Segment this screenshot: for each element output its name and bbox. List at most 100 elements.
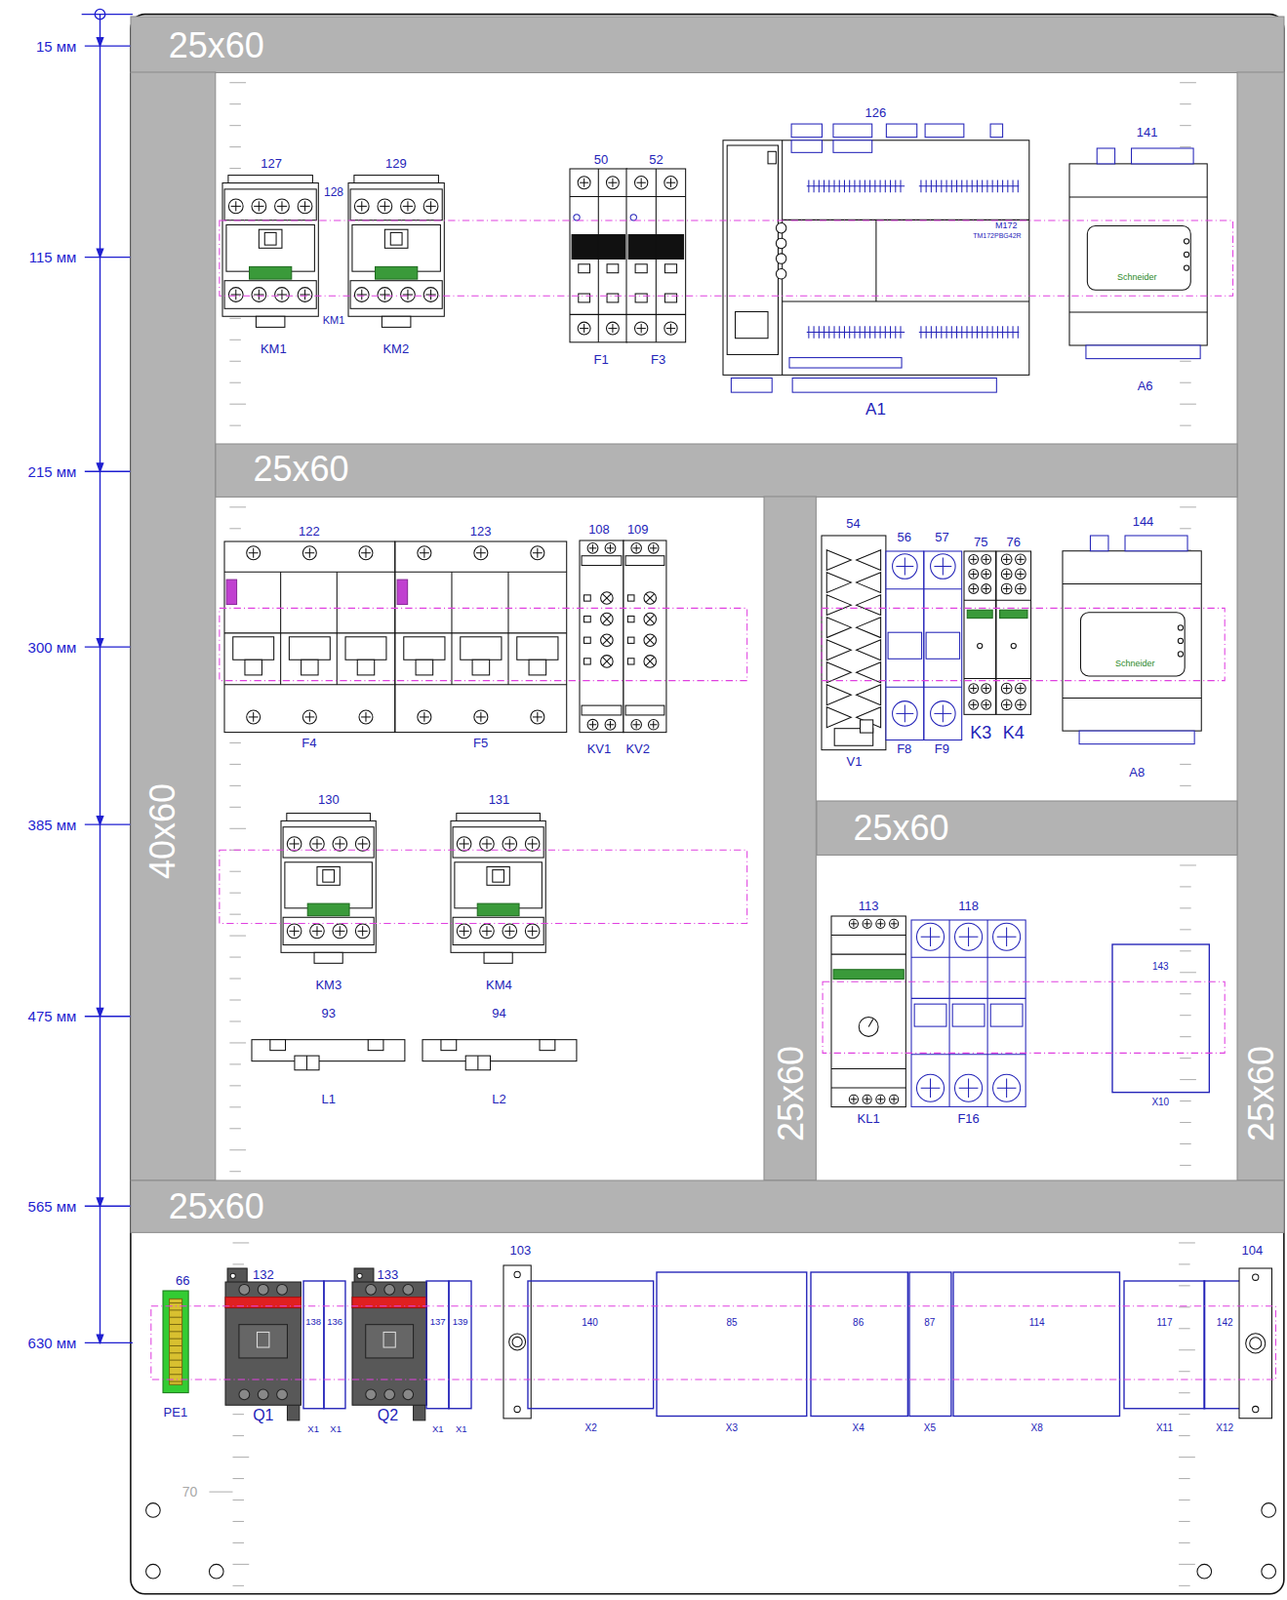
part-line: [981, 179, 983, 193]
part-line: [536, 712, 538, 723]
part-line: [1005, 927, 1007, 948]
part-shape: [856, 684, 882, 706]
part-line: [361, 289, 362, 300]
part-shape: [281, 820, 376, 953]
part-shape: [282, 826, 374, 857]
part-line: [645, 657, 654, 666]
ruler-tick: [232, 1435, 244, 1437]
part-shape: [606, 263, 619, 273]
part-shape: [384, 229, 408, 248]
part-line: [169, 1310, 183, 1312]
part-line: [964, 678, 996, 680]
ruler-tick: [229, 935, 246, 937]
part-line: [224, 633, 396, 635]
part-shape: [1131, 148, 1195, 164]
part-line: [1011, 179, 1013, 193]
device-designation: M172: [995, 221, 1018, 231]
dimension-tick: [84, 1206, 133, 1207]
device-designation: L2: [491, 1092, 506, 1106]
part-line: [929, 1079, 931, 1099]
part-circle: [1001, 568, 1012, 580]
plc-controller-drawing: [723, 122, 1030, 394]
ruler-tick: [229, 1149, 246, 1151]
part-shape: [282, 917, 374, 945]
part-line: [940, 325, 942, 339]
part-shape: [925, 123, 965, 138]
part-circle: [889, 1094, 899, 1104]
device-designation: X1: [432, 1424, 444, 1435]
part-shape: [856, 662, 882, 684]
terminal-block: 140X2: [527, 1281, 654, 1409]
dimension-arrow: [96, 38, 103, 46]
part-line: [670, 177, 672, 187]
device-designation: Schneider: [1115, 659, 1156, 669]
part-shape: [503, 1265, 531, 1419]
load-switch: 133Q2: [352, 1268, 427, 1421]
part-shape: [130, 1180, 1285, 1233]
device-designation: X1: [329, 1424, 342, 1435]
dimension-tick: [84, 645, 133, 647]
ruler-tick: [229, 425, 242, 427]
callout-number: 50: [594, 153, 608, 166]
ruler-tick: [229, 506, 246, 508]
part-line: [961, 179, 963, 193]
din-rail: [821, 607, 1225, 681]
part-line: [918, 330, 1019, 332]
part-line: [169, 1381, 183, 1383]
circuit-breaker: 52F3: [626, 168, 686, 343]
part-circle: [889, 920, 899, 929]
part-line: [509, 838, 511, 848]
part-shape: [623, 540, 667, 733]
part-circle: [587, 543, 599, 555]
part-shape: [635, 293, 647, 303]
part-line: [309, 712, 311, 723]
ruler-tick: [1179, 971, 1197, 973]
ruler-tick: [229, 1085, 242, 1086]
terminal-block: 86X4: [810, 1272, 908, 1416]
part-shape: [730, 377, 772, 393]
part-line: [645, 636, 654, 644]
device-designation: A6: [1137, 379, 1154, 393]
part-circle: [643, 655, 657, 669]
part-circle: [1001, 583, 1012, 595]
part-line: [996, 325, 998, 339]
part-shape: [1112, 944, 1209, 1093]
part-shape: [226, 224, 315, 272]
part-shape: [383, 1332, 396, 1349]
part-circle: [601, 655, 614, 669]
part-shape: [307, 903, 350, 917]
ruler-tick: [232, 1263, 244, 1265]
terminal-block-drawing: [909, 1272, 952, 1416]
callout-number: 118: [958, 899, 979, 913]
part-shape: [397, 580, 408, 605]
part-circle: [512, 1336, 523, 1347]
dimension-arrow: [96, 816, 103, 825]
part-circle: [332, 924, 348, 939]
part-shape: [826, 572, 851, 594]
part-line: [874, 179, 876, 193]
part-circle: [968, 583, 979, 594]
part-circle: [1010, 643, 1016, 648]
part-shape: [767, 151, 776, 164]
ruler-tick: [229, 318, 242, 320]
end-clamp-drawing: [1239, 1268, 1272, 1419]
part-shape: [584, 595, 592, 602]
part-shape: [426, 1281, 449, 1409]
part-line: [863, 179, 865, 193]
phase-relay: 113KL1: [831, 916, 906, 1108]
terminal-block: 85X3: [656, 1272, 807, 1416]
part-line: [1016, 179, 1018, 193]
part-shape: [350, 281, 443, 310]
part-shape: [577, 293, 590, 303]
power-supply-drawing: [821, 535, 886, 751]
callout-number: 142: [1216, 1318, 1234, 1328]
terminal-block: 136X1: [323, 1281, 346, 1409]
part-line: [838, 325, 840, 339]
part-line: [169, 1360, 183, 1362]
part-circle: [605, 175, 619, 189]
part-circle: [604, 543, 616, 555]
dimension-line: [99, 14, 101, 1344]
device-designation: KM1: [260, 342, 287, 356]
part-line: [807, 179, 809, 193]
contactor: 131KM4: [450, 811, 546, 966]
